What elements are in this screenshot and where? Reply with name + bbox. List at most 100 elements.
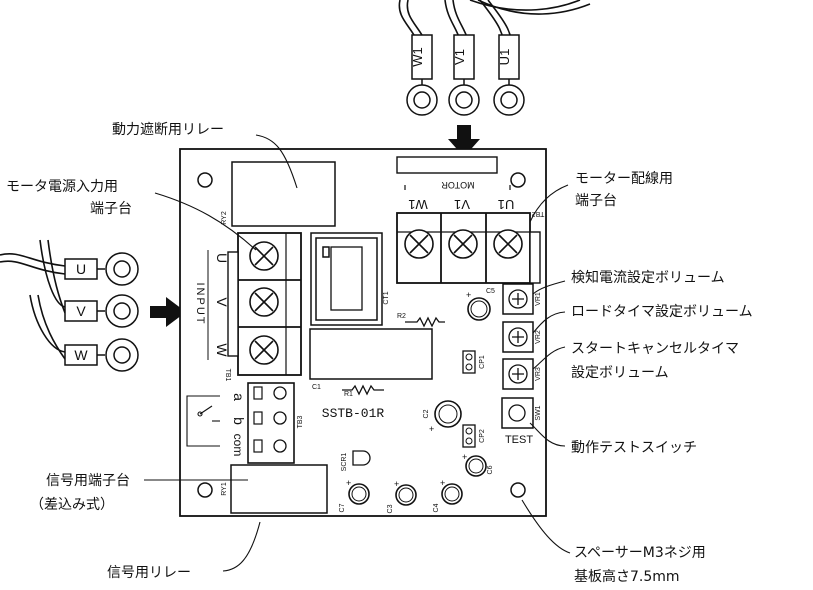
vr3-label: VR3 [535,367,542,381]
svg-text:+: + [466,290,471,300]
leader-lines [144,134,571,572]
input-label: INPUT [194,283,206,326]
motor-cables [398,0,591,56]
svg-text:U1: U1 [497,49,512,66]
scr1 [352,450,371,466]
motor-cable-u1: U1 [493,34,525,116]
c1-label: C1 [312,384,321,391]
sw1-label: SW1 [535,405,542,420]
callout-spacer-1: スペーサーM3ネジ用 [574,545,706,561]
input-cable-w: W [64,338,139,372]
resistor-r2 [405,316,445,328]
load-timer-volume[interactable] [502,321,534,353]
power-relay [231,161,336,227]
c5-label: C5 [486,288,495,295]
mount-hole-top-left [197,172,213,188]
c2-label: C2 [423,409,430,418]
arrow-right-icon [150,297,186,327]
callout-motor-wiring-2: 端子台 [575,193,617,209]
c3-label: C3 [387,504,394,513]
tb2-term-v1: V1 [454,197,470,212]
mount-hole-bottom-right [510,482,526,498]
r1-label: R1 [344,391,353,398]
vr1-label: VR1 [535,292,542,306]
motor-cable-w1: W1 [406,34,438,116]
detect-current-volume[interactable] [502,283,534,315]
c7-label: C7 [339,503,346,512]
c6-label: C6 [487,465,494,474]
relay-contact-symbol [186,395,220,447]
input-term-w: W [214,343,230,357]
resistor-r1 [342,384,384,396]
callout-start-cancel-1: スタートキャンセルタイマ [571,341,739,357]
callout-signal-relay: 信号用リレー [107,565,191,581]
motor-label-strip [396,156,498,174]
tb2-term-u1: U1 [498,197,515,212]
input-cable-u: U [64,252,139,286]
callout-spacer-2: 基板高さ7.5mm [574,568,680,585]
svg-text:+: + [440,478,445,488]
board-model: SSTB-01R [322,406,385,421]
capacitor-c6: + [462,452,487,477]
screw-icon [249,241,279,365]
capacitor-c5: + [466,290,491,321]
cp2-label: CP2 [479,429,486,443]
test-label: TEST [505,434,533,446]
callout-motor-wiring-1: モーター配線用 [575,171,673,187]
input-term-u: U [214,253,230,263]
callout-signal-terminal-1: 信号用端子台 [46,473,130,489]
callout-load-timer: ロードタイマ設定ボリューム [571,304,753,320]
input-cable-v: V [64,294,139,328]
tb3-term-com: com [231,434,245,457]
connector-cp2 [462,424,476,448]
callout-power-relay: 動力遮断用リレー [112,122,224,138]
svg-text:W: W [74,347,88,363]
ry1-label: RY1 [221,482,228,496]
svg-text:+: + [346,478,351,488]
c4-label: C4 [433,503,440,512]
callout-test-switch: 動作テストスイッチ [571,440,697,456]
callout-motor-power-1: モータ電源入力用 [6,179,118,195]
mount-hole-bottom-left [197,482,213,498]
capacitor-c4: + [440,478,463,505]
vr2-label: VR2 [535,330,542,344]
tb3-term-a: a [231,393,247,401]
screw-icon [404,229,523,259]
ry2-label: RY2 [221,211,228,225]
tb3-label: TB3 [297,415,304,428]
capacitor-c3: + [394,479,417,506]
cp1-label: CP1 [479,355,486,369]
tb2-label: TB2 [531,210,544,217]
tb1-label: TB1 [224,369,231,382]
svg-text:W1: W1 [410,47,425,67]
capacitor-c2: + [429,400,462,434]
ct1-label: CT1 [383,291,390,304]
scr1-label: SCR1 [341,453,348,472]
current-transformer [310,232,383,326]
tb3-term-b: b [231,417,247,425]
input-cables [0,239,66,360]
svg-text:U: U [76,261,86,277]
svg-text:+: + [429,424,434,434]
input-term-v: V [214,297,230,307]
signal-terminal-block [247,382,295,464]
motor-cable-v1: V1 [448,34,480,116]
svg-text:V: V [76,303,86,319]
signal-relay [230,464,328,514]
start-cancel-volume[interactable] [502,358,534,390]
callout-motor-power-2: 端子台 [90,201,132,217]
test-switch[interactable] [501,397,534,429]
connector-cp1 [462,350,476,374]
svg-text:+: + [394,479,399,489]
capacitor-c7: + [346,478,370,505]
mount-hole-top-right [510,172,526,188]
arrow-down-icon [448,125,480,157]
callout-detect-current: 検知電流設定ボリューム [571,269,725,286]
callout-signal-terminal-2: （差込み式） [30,497,114,513]
callout-start-cancel-2: 設定ボリューム [571,365,669,381]
tb2-term-w1: W1 [408,197,428,212]
svg-text:V1: V1 [452,49,467,65]
capacitor-c1 [309,328,433,380]
motor-terminal-block [396,212,541,284]
